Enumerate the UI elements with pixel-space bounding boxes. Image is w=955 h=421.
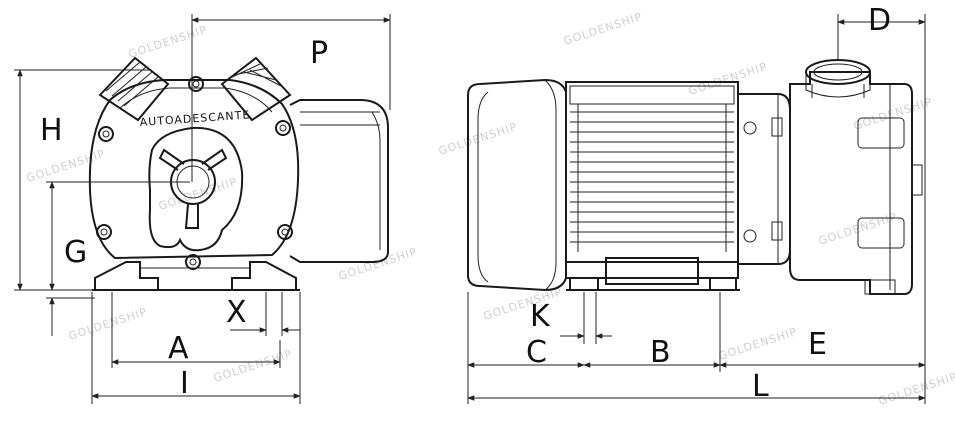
port-right [220, 56, 292, 122]
label-h: H [40, 113, 63, 148]
dimension-lines [14, 14, 926, 404]
label-k: K [530, 299, 551, 334]
label-i: I [180, 366, 189, 401]
port-left [98, 56, 170, 122]
label-x: X [226, 295, 247, 330]
label-e: E [808, 327, 827, 362]
pump-side-view [467, 59, 923, 295]
watermark: GOLDENSHIP [687, 60, 769, 98]
dimension-label-group: P H G X A I D K C B E L [40, 3, 891, 404]
watermark: GOLDENSHIP [877, 370, 955, 408]
label-b: B [650, 335, 671, 370]
watermark: GOLDENSHIP [337, 245, 419, 283]
pump-front-view: AUTOADESCANTE [88, 56, 389, 291]
watermark: GOLDENSHIP [127, 23, 209, 61]
watermark: GOLDENSHIP [67, 305, 149, 343]
label-c: C [526, 335, 547, 370]
pump-brand-text: AUTOADESCANTE [139, 108, 250, 129]
watermark: GOLDENSHIP [482, 285, 564, 323]
watermark: GOLDENSHIP [212, 347, 294, 385]
label-d: D [868, 3, 891, 38]
label-g: G [64, 235, 87, 270]
watermark: GOLDENSHIP [25, 147, 107, 185]
casing-bolts [96, 76, 293, 270]
watermark: GOLDENSHIP [562, 10, 644, 48]
watermark: GOLDENSHIP [852, 95, 934, 133]
label-a: A [168, 331, 189, 366]
watermark: GOLDENSHIP [717, 325, 799, 363]
motor-fins [570, 111, 734, 243]
label-l: L [752, 369, 769, 404]
label-p: P [310, 36, 328, 71]
